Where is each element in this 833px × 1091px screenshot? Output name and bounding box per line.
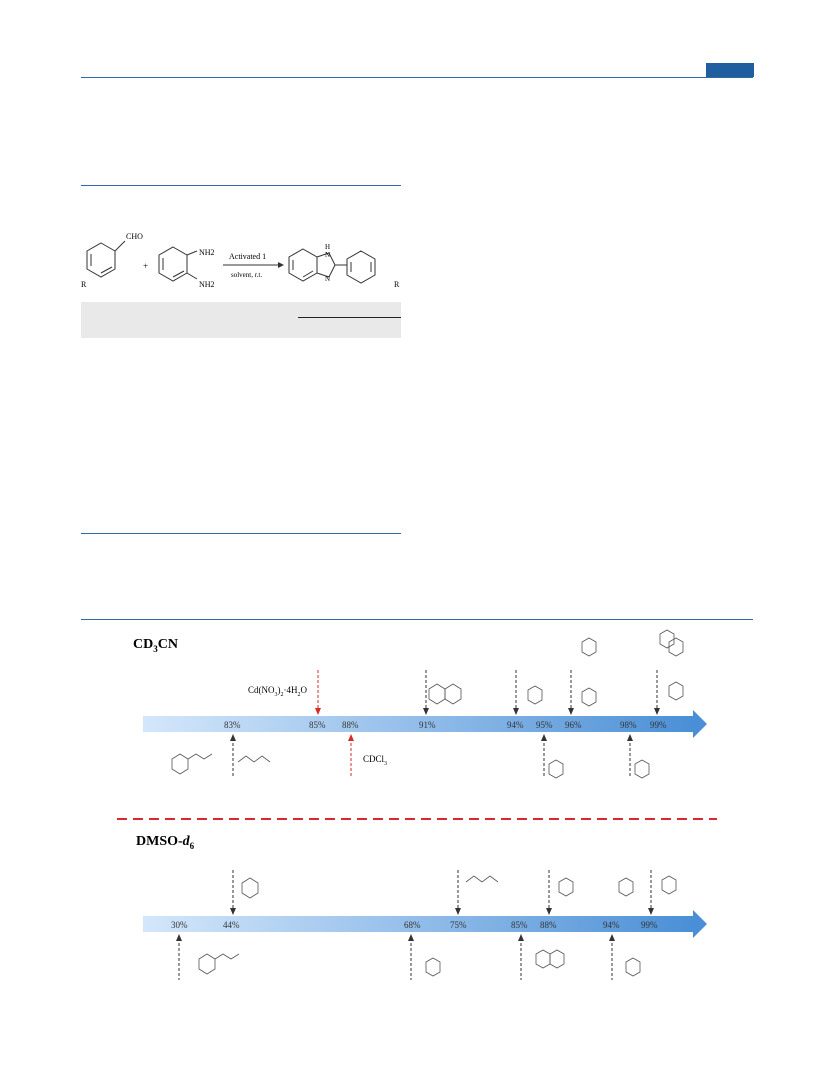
panel2-percent-8: 99% bbox=[641, 920, 658, 930]
panel2-structures bbox=[198, 629, 677, 977]
n-label: N bbox=[325, 251, 330, 259]
cho-label: CHO bbox=[126, 232, 143, 241]
panel2-scale-arrow bbox=[143, 910, 707, 938]
plus-sign: + bbox=[143, 261, 148, 271]
panel1-percent-6: 95% bbox=[536, 720, 553, 730]
arrow-label-top: Activated 1 bbox=[229, 252, 266, 261]
panel2-percent-7: 94% bbox=[603, 920, 620, 930]
benzaldehyde-structure bbox=[86, 240, 126, 278]
scheme-top-rule bbox=[81, 185, 401, 186]
table-bottom-rule bbox=[81, 533, 401, 534]
panel1-percent-9: 99% bbox=[650, 720, 667, 730]
panel1-solvent-label: CD3CN bbox=[133, 637, 178, 654]
panel2-upper-markers bbox=[232, 870, 652, 912]
panel1-scale-arrow bbox=[143, 710, 707, 738]
panel1-percent-1: 83% bbox=[224, 720, 241, 730]
panel1-percent-4: 91% bbox=[419, 720, 436, 730]
panel2-percent-5: 85% bbox=[511, 920, 528, 930]
panel1-upper-markers bbox=[425, 670, 658, 712]
panel1-percent-5: 94% bbox=[507, 720, 524, 730]
h-label: H bbox=[325, 243, 330, 251]
nh2-top-label: NH2 bbox=[199, 248, 215, 257]
n2-label: N bbox=[325, 275, 330, 283]
header-tab bbox=[706, 63, 754, 77]
arrow-label-bottom: solvent, r.t. bbox=[231, 271, 262, 279]
panel1-ref-top-label: Cd(NO3)2·4H2O bbox=[248, 685, 308, 698]
diamine-structure bbox=[158, 246, 198, 282]
header-rule bbox=[81, 77, 753, 78]
panel2-percent-4: 75% bbox=[450, 920, 467, 930]
nh2-bottom-label: NH2 bbox=[199, 280, 215, 289]
panel1-ref-bottom-label: CDCl3 bbox=[363, 754, 387, 767]
r-label: R bbox=[81, 280, 87, 289]
benzimidazole-structure bbox=[288, 248, 376, 284]
panel2-lower-markers bbox=[178, 938, 613, 980]
table-header-band bbox=[81, 302, 401, 338]
panel2-percent-2: 44% bbox=[223, 920, 240, 930]
panel2-solvent-label: DMSO-d6 bbox=[136, 834, 195, 851]
panel1-percent-7: 96% bbox=[565, 720, 582, 730]
panel2-percent-6: 88% bbox=[540, 920, 557, 930]
table-subrule bbox=[298, 317, 401, 318]
figure-top-rule bbox=[81, 619, 753, 620]
reaction-scheme: CHO R + NH2 NH2 Activated 1 solvent, r.t… bbox=[81, 232, 400, 289]
panel2-percent-1: 30% bbox=[171, 920, 188, 930]
reaction-arrowhead bbox=[278, 262, 284, 268]
panel2-percent-3: 68% bbox=[404, 920, 421, 930]
product-r-label: R bbox=[394, 280, 400, 289]
panel1-percent-2: 85% bbox=[309, 720, 326, 730]
panel1-structures bbox=[171, 637, 684, 779]
binding-figure: CD3CN 83% 85% 88% 91% 94% 95% 96% 98% 99… bbox=[117, 629, 717, 980]
panel1-percent-3: 88% bbox=[342, 720, 359, 730]
panel1-lower-markers bbox=[232, 738, 631, 778]
panel1-percent-8: 98% bbox=[620, 720, 637, 730]
